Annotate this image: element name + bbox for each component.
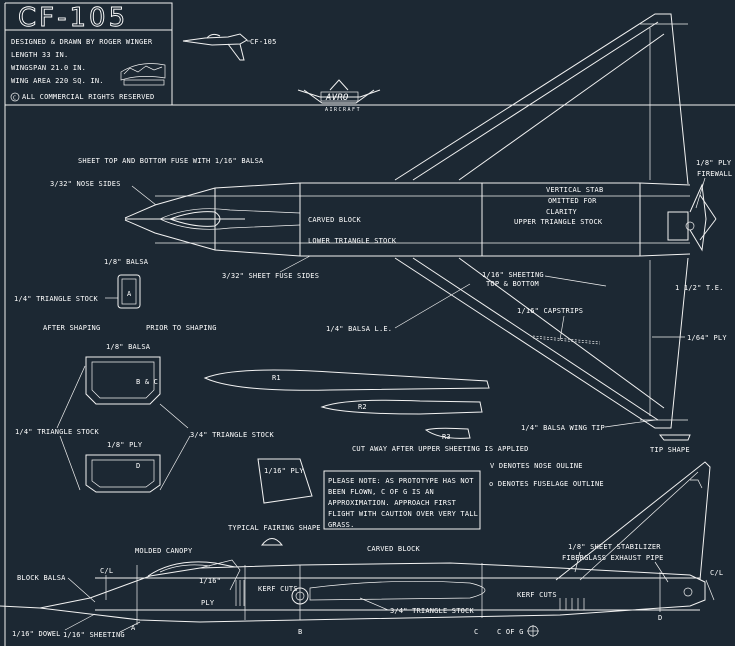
publisher-logo [120,63,166,86]
label-triangle-left: 1/4" TRIANGLE STOCK [14,295,98,303]
label-triangle-34: 3/4" TRIANGLE STOCK [190,431,274,439]
label-vertical-stab-1: VERTICAL STAB [546,186,603,194]
label-triangle-side: 3/4" TRIANGLE STOCK [390,607,474,615]
cross-sections: 1/8" BALSA A 1/4" TRIANGLE STOCK AFTER S… [14,258,274,493]
title-block: CF-105 DESIGNED & DRAWN BY ROGER WINGER … [4,2,735,646]
label-vertical-stab-2: OMITTED FOR [548,197,597,205]
label-lower-triangle: LOWER TRIANGLE STOCK [308,237,397,245]
label-tip-shape: TIP SHAPE [650,446,690,454]
label-balsa-top: 1/8" BALSA [104,258,149,266]
label-nose-sides: 3/32" NOSE SIDES [50,180,121,188]
label-fuse-sides: 3/32" SHEET FUSE SIDES [222,272,319,280]
label-ply-1: 1/16" [199,577,221,585]
note-line-2: BEEN FLOWN, C OF G IS AN [328,488,434,496]
label-after-shaping: AFTER SHAPING [43,324,100,332]
label-section-bc: B & C [136,378,158,386]
side-view: TYPICAL FAIRING SHAPE MOLDED CANOPY CARV… [0,461,723,639]
label-ply-64: 1/64" PLY [687,334,727,342]
label-cl-left: C/L [100,567,113,575]
label-te: 1 1/2" T.E. [675,284,724,292]
station-a: A [131,624,136,632]
label-sheeting: 1/16" SHEETING [63,631,125,639]
note-line-1: PLEASE NOTE: AS PROTOTYPE HAS NOT [328,477,474,485]
legend: V DENOTES NOSE OULINE o DENOTES FUSELAGE… [257,458,604,530]
station-d: D [658,614,662,622]
label-section-a: A [127,290,132,298]
label-sheeting-2: TOP & BOTTOM [486,280,539,288]
note-line-3: APPROXIMATION. APPROACH FIRST [328,499,457,507]
label-capstrips: 1/16" CAPSTRIPS [517,307,583,315]
label-sheeting-1: 1/16" SHEETING [482,271,544,279]
avro-logo: AVRO AIRCRAFT [297,79,381,113]
label-rib-r1: R1 [272,374,281,382]
aircraft-wordmark: AIRCRAFT [325,107,361,113]
svg-text:C: C [13,96,16,102]
label-rib-r3: R3 [442,433,451,441]
side-silhouette-label: CF-105 [250,38,277,46]
label-kerf-2: KERF CUTS [517,591,557,599]
copyright-icon [10,92,20,102]
label-carved-block: CARVED BLOCK [308,216,362,224]
label-section-d: D [136,462,140,470]
side-silhouette: CF-105 [182,33,277,61]
label-prior-shaping: PRIOR TO SHAPING [146,324,217,332]
prototype-note-box [323,470,481,530]
label-upper-triangle: UPPER TRIANGLE STOCK [514,218,603,226]
label-rib-r2: R2 [358,403,367,411]
label-ply-firewall-1: 1/8" PLY [696,159,732,167]
avro-wordmark: AVRO [325,93,349,103]
plan-title: CF-105 [18,3,128,33]
label-ply-16: 1/16" PLY [264,467,304,475]
label-balsa-mid: 1/8" BALSA [106,343,151,351]
label-cl-right: C/L [710,569,723,577]
label-ply: 1/8" PLY [107,441,143,449]
top-view-labels: SHEET TOP AND BOTTOM FUSE WITH 1/16" BAL… [50,157,732,454]
label-carved-block-side: CARVED BLOCK [367,545,421,553]
label-vertical-stab-3: CLARITY [546,208,577,216]
label-cut-away: CUT AWAY AFTER UPPER SHEETING IS APPLIED [352,445,529,453]
label-ply-firewall-2: FIREWALL [697,170,732,178]
station-c: C [474,628,478,636]
label-cog: C OF G [497,628,524,636]
label-dowel: 1/16" DOWEL [12,630,61,638]
label-stabilizer: 1/8" SHEET STABILIZER [568,543,661,551]
legend-nose: V DENOTES NOSE OULINE [490,462,583,470]
cog-icon [527,625,539,637]
station-b: B [298,628,302,636]
ribs: R1 R2 R3 CUT AWAY AFTER UPPER SHEETING I… [203,369,529,453]
label-sheet-fuse: SHEET TOP AND BOTTOM FUSE WITH 1/16" BAL… [78,157,264,165]
note-line-4: FLIGHT WITH CAUTION OVER VERY TALL [328,510,478,518]
label-wing-tip: 1/4" BALSA WING TIP [521,424,605,432]
label-le: 1/4" BALSA L.E. [326,325,392,333]
label-canopy: MOLDED CANOPY [135,547,193,555]
legend-fuselage: o DENOTES FUSELAGE OUTLINE [489,480,604,488]
wing-plan [394,13,691,441]
note-line-5: GRASS. [328,521,355,529]
label-exhaust: FIBERGLASS EXHAUST PIPE [562,554,664,562]
label-block-balsa: BLOCK BALSA [17,574,66,582]
wing-area-spec: WING AREA 220 SQ. IN. [11,77,104,85]
wingspan-spec: WINGSPAN 21.0 IN. [11,64,86,72]
label-fairing: TYPICAL FAIRING SHAPE [228,524,321,532]
designer-credit: DESIGNED & DRAWN BY ROGER WINGER [11,38,153,46]
fuselage-plan [124,182,717,257]
label-ply-2: PLY [201,599,215,607]
label-triangle-low: 1/4" TRIANGLE STOCK [15,428,99,436]
label-kerf-1: KERF CUTS [258,585,298,593]
rights-notice: ALL COMMERCIAL RIGHTS RESERVED [22,93,154,101]
length-spec: LENGTH 33 IN. [11,51,68,59]
